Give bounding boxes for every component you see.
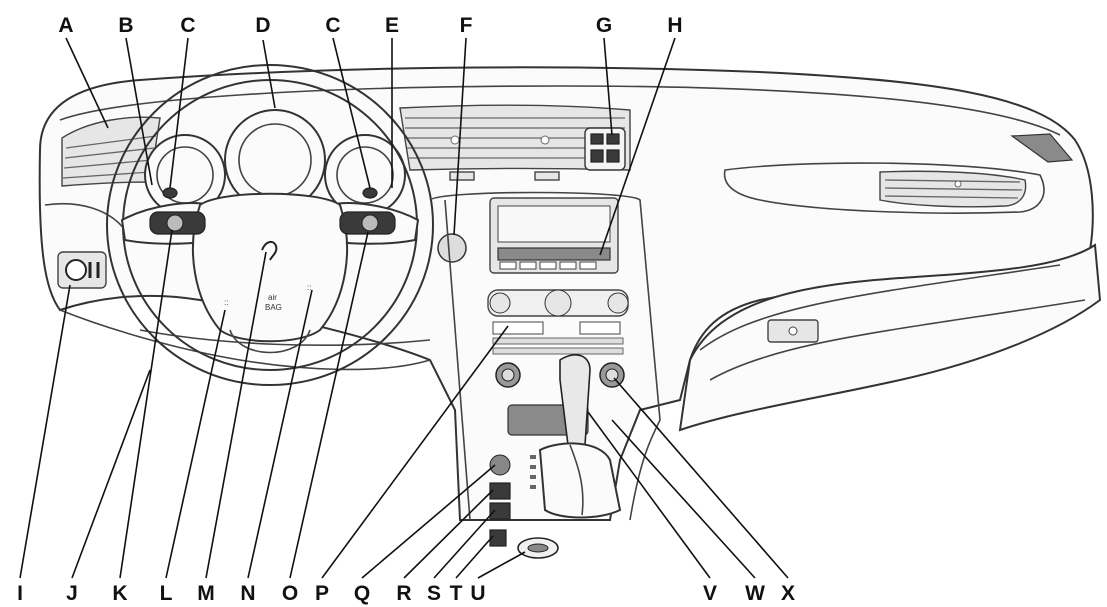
callout-i: I (17, 582, 23, 605)
callout-e: E (385, 14, 399, 37)
callout-m: M (197, 582, 215, 605)
callout-f: F (460, 14, 473, 37)
headlamp-switch-icon (65, 259, 87, 281)
callout-d: D (255, 14, 270, 37)
callout-p: P (315, 582, 329, 605)
ignition-switch (437, 233, 467, 263)
center-air-vent (399, 104, 631, 181)
callout-l: L (160, 582, 173, 605)
callout-q: Q (354, 582, 370, 605)
glovebox-latch (767, 319, 819, 343)
callout-j: J (66, 582, 78, 605)
callout-o: O (282, 582, 298, 605)
airbag-logo-icon (261, 240, 278, 261)
top-callouts: A B C D C E F G H (58, 14, 682, 37)
callout-g: G (596, 14, 612, 37)
callout-u: U (470, 582, 485, 605)
callout-h: H (667, 14, 682, 37)
center-stack (429, 191, 661, 521)
callout-t: T (450, 582, 463, 605)
headlamp-switch (57, 251, 107, 289)
passenger-air-vent (723, 133, 1074, 214)
instrument-cluster (144, 109, 406, 216)
callout-a: A (58, 14, 73, 37)
callout-c-left: C (180, 14, 195, 37)
bottom-callouts: I J K L M N O P Q R S T U V W X (17, 582, 795, 605)
airbag-mark-left: :: (224, 298, 228, 307)
top-leader-lines (65, 37, 676, 256)
callout-v: V (703, 582, 717, 605)
bottom-leader-lines (19, 229, 789, 579)
callout-x: X (781, 582, 795, 605)
callout-r: R (396, 582, 411, 605)
callout-b: B (118, 14, 133, 37)
airbag-text-2: BAG (265, 303, 282, 312)
console-switches (489, 454, 559, 559)
shift-lever (530, 354, 622, 519)
airbag-text-1: air (268, 293, 277, 302)
callout-k: K (112, 582, 127, 605)
callout-s: S (427, 582, 441, 605)
callout-w: W (745, 582, 765, 605)
callout-n: N (240, 582, 255, 605)
callout-c-right: C (325, 14, 340, 37)
airbag-mark-right: :: (307, 283, 311, 292)
